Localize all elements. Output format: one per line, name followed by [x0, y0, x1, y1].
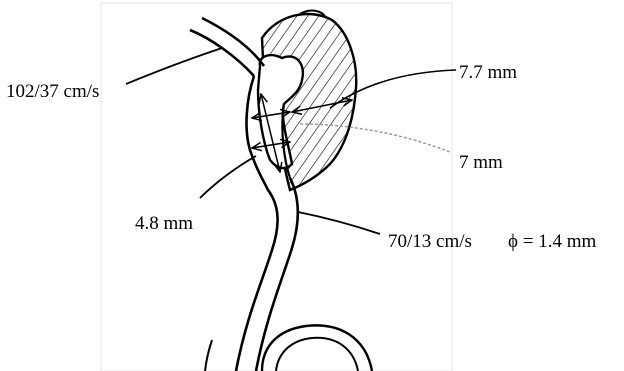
outflow-velocity-label: 70/13 cm/s [388, 231, 472, 252]
inflow-velocity-label: 102/37 cm/s [6, 81, 99, 102]
lumen-dimension-label: 7 mm [459, 152, 503, 173]
aneurysm-width-label: 7.7 mm [459, 62, 517, 83]
neck-width-label: 4.8 mm [135, 213, 193, 234]
outflow-diameter-label: ϕ = 1.4 mm [508, 231, 596, 252]
